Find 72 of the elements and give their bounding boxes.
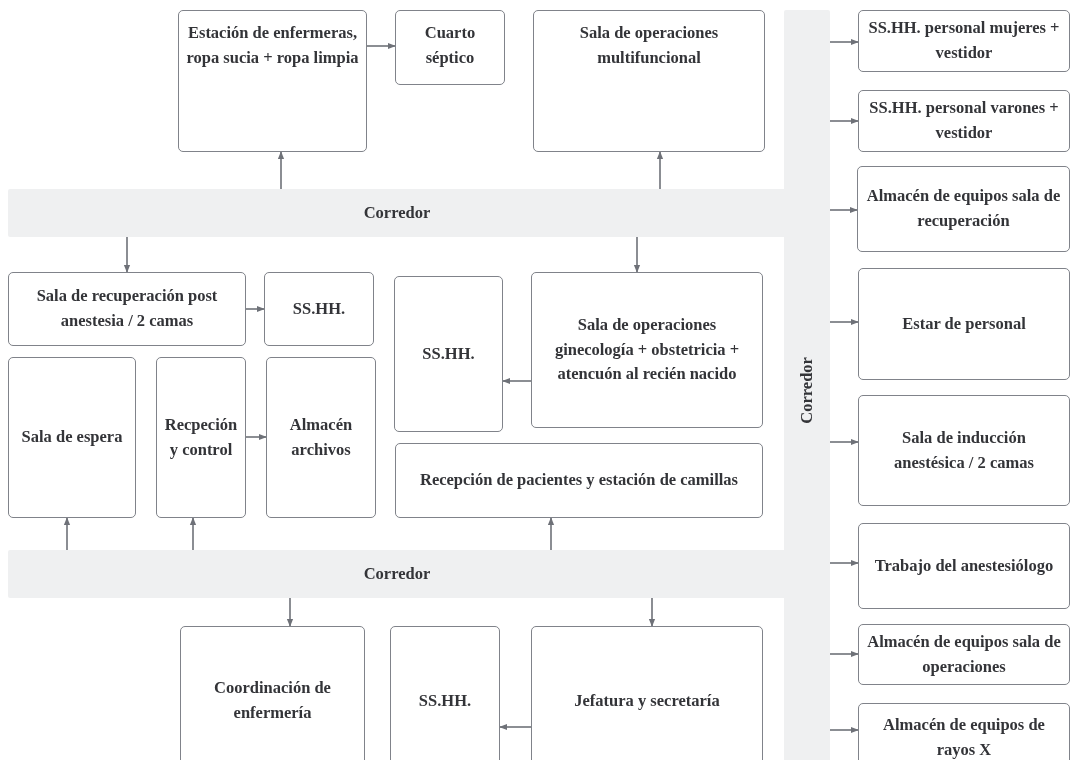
arrow [829,559,859,567]
arrow [829,38,859,46]
arrow [277,151,285,190]
arrow [648,597,656,627]
room-label: Corredor [363,562,431,585]
room-box [858,268,1070,380]
room-box [266,357,376,518]
room-box [858,624,1070,685]
room-label: Coordinación de enfermería [213,677,332,724]
room-label: SS.HH. [422,342,475,365]
corridor-band [8,550,786,598]
arrow [829,438,859,446]
room-box [180,626,365,760]
room-box [858,523,1070,609]
arrow [502,377,532,385]
arrow [829,318,859,326]
arrow [245,433,267,441]
room-box [394,276,503,432]
room-box [533,10,765,152]
room-label: Cuarto séptico [423,22,477,69]
room-box [858,10,1070,72]
room-label: SS.HH. personal mujeres + vestidor [867,17,1061,64]
room-label: Estar de personal [902,312,1026,335]
arrow [189,517,197,551]
room-box [857,166,1070,252]
arrow [245,305,265,313]
room-label: Estación de enfermeras, ropa sucia + ropa limpia [185,22,360,69]
arrow [123,236,131,273]
room-box [395,443,763,518]
room-label: Sala de espera [21,426,123,449]
arrow [829,726,859,734]
arrow [829,117,859,125]
room-box [531,272,763,428]
room-label: Corredor [363,201,431,224]
room-label: SS.HH. [418,689,472,712]
room-box [264,272,374,346]
room-box [858,90,1070,152]
arrow [829,206,858,214]
arrow [633,236,641,273]
room-label: SS.HH. [292,297,346,320]
room-label: SS.HH. personal varones + vestidor [868,97,1060,144]
room-label: Sala de recuperación post anestesia / 2 camas [35,285,219,332]
arrow [63,517,71,551]
room-box [390,626,500,760]
room-box [178,10,367,152]
room-label: Trabajo del anestesiólogo [874,554,1054,577]
room-box [156,357,246,518]
corridor-band [784,10,830,760]
room-box [858,703,1070,760]
room-label: Almacén de equipos sala de operaciones [866,630,1062,678]
arrow [656,151,664,190]
arrow [286,597,294,627]
room-label: Almacén de equipos de rayos X [882,714,1046,760]
room-box [858,395,1070,506]
room-label: Sala de inducción anestésica / 2 camas [893,426,1035,474]
arrow [499,723,532,731]
room-label: Sala de operaciones multifuncional [578,22,720,69]
room-box [531,626,763,760]
arrow [366,42,396,50]
room-label: Corredor [795,356,817,424]
room-label: Recpeción y control [163,413,239,461]
room-label: Recepción de pacientes y estación de camillas [419,469,738,492]
room-box [8,357,136,518]
room-label: Jefatura y secretaría [574,689,720,712]
arrow [829,650,859,658]
arrow [547,517,555,551]
room-box [395,10,505,85]
room-label: Sala de operaciones ginecología + obstetricia + atencuón al recién nacido [553,313,741,386]
room-box [8,272,246,346]
room-label: Almacén de equipos sala de recuperación [865,185,1062,232]
corridor-band [8,189,786,237]
room-label: Almacén archivos [288,413,354,461]
